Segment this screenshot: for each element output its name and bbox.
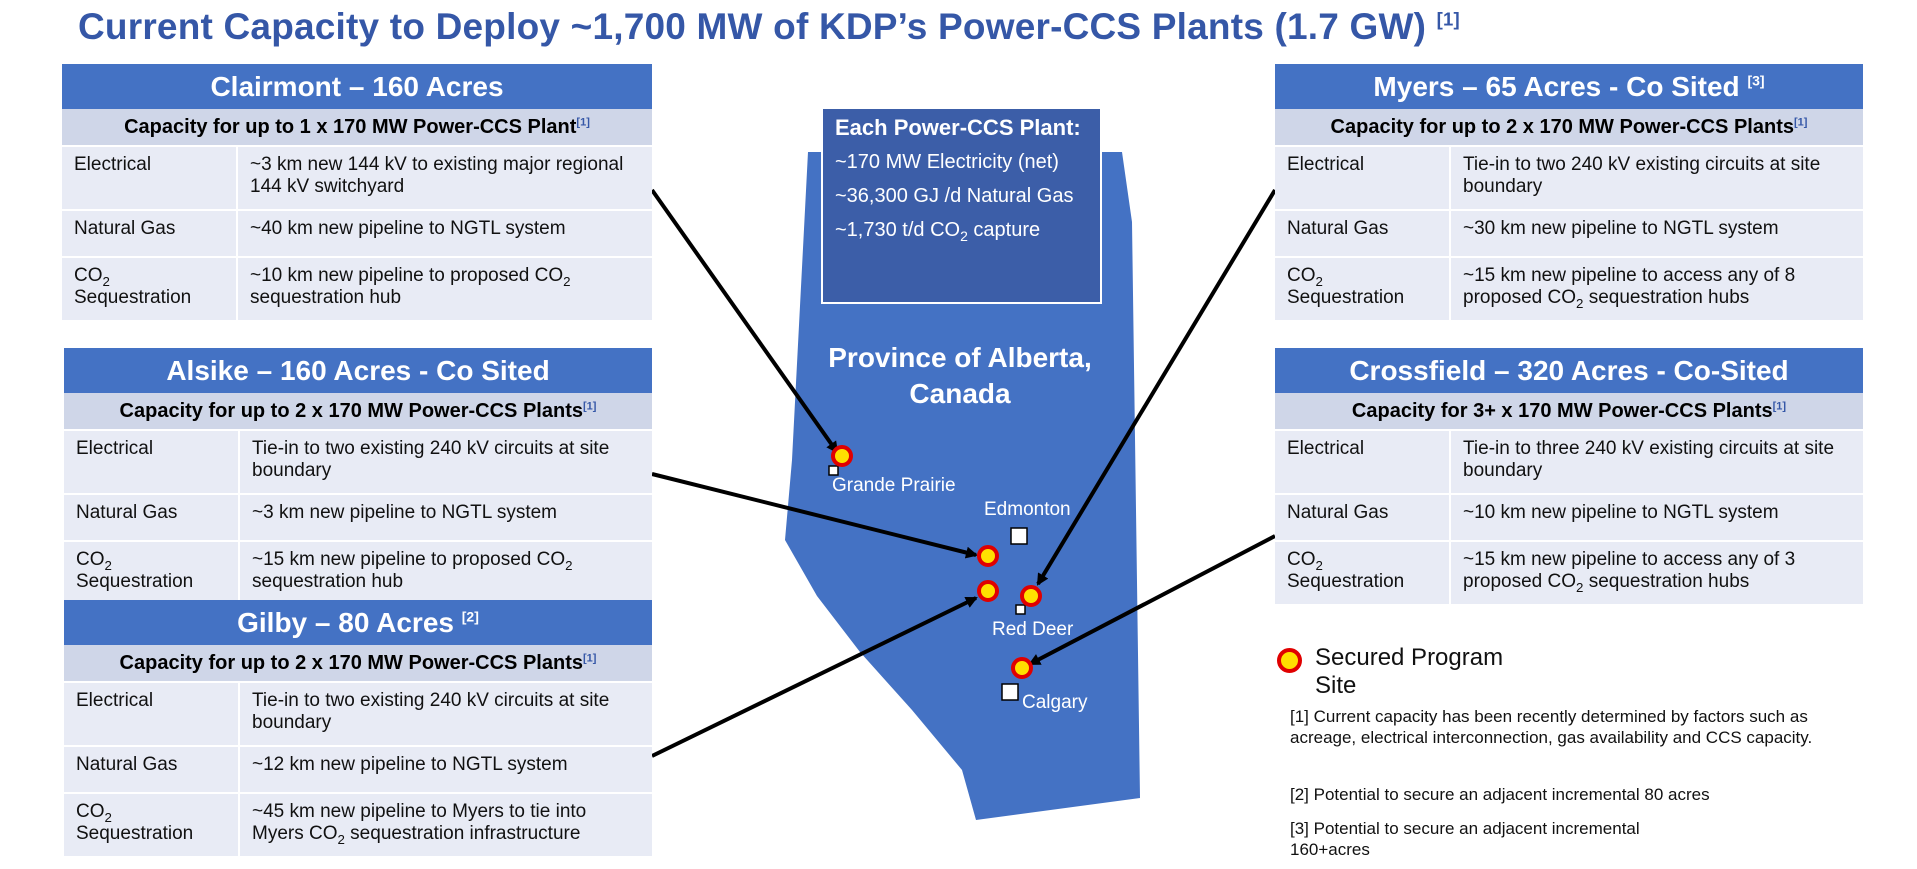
- crossfield-title: Crossfield – 320 Acres - Co-Sited: [1275, 348, 1863, 393]
- alsike-gas-value: ~3 km new pipeline to NGTL system: [239, 493, 652, 541]
- gilby-gas-value: ~12 km new pipeline to NGTL system: [239, 745, 652, 793]
- gilby-capacity: Capacity for up to 2 x 170 MW Power-CCS …: [64, 645, 652, 681]
- title-footnote-ref: [1]: [1436, 8, 1460, 30]
- natural-gas-label: Natural Gas: [1275, 493, 1451, 541]
- electrical-label: Electrical: [62, 145, 238, 210]
- alsike-electrical-value: Tie-in to two existing 240 kV circuits a…: [239, 429, 652, 494]
- crossfield-gas-value: ~10 km new pipeline to NGTL system: [1450, 493, 1863, 541]
- clairmont-site-marker[interactable]: [831, 445, 853, 467]
- secured-site-legend-icon: [1277, 648, 1302, 673]
- natural-gas-label: Natural Gas: [62, 209, 238, 257]
- alsike-site-marker[interactable]: [977, 545, 999, 567]
- red-deer-city-marker: [1015, 604, 1026, 615]
- myers-electrical-value: Tie-in to two 240 kV existing circuits a…: [1450, 145, 1863, 210]
- table-row: Natural Gas~12 km new pipeline to NGTL s…: [64, 745, 652, 793]
- plant-info-title: Each Power-CCS Plant:: [835, 115, 1081, 140]
- clairmont-co2-value: ~10 km new pipeline to proposed CO2 sequ…: [237, 256, 652, 320]
- secured-site-legend-label: Secured Program Site: [1315, 644, 1504, 699]
- page-title: Current Capacity to Deploy ~1,700 MW of …: [78, 6, 1460, 47]
- table-row: Natural Gas~40 km new pipeline to NGTL s…: [62, 209, 652, 257]
- clairmont-electrical-value: ~3 km new 144 kV to existing major regio…: [237, 145, 652, 210]
- footnote-2: [2] Potential to secure an adjacent incr…: [1290, 785, 1710, 804]
- clairmont-table: Electrical~3 km new 144 kV to existing m…: [62, 145, 652, 320]
- myers-card: Myers – 65 Acres - Co Sited [3] Capacity…: [1275, 64, 1863, 320]
- edmonton-city-marker: [1010, 527, 1028, 545]
- table-row: Natural Gas~3 km new pipeline to NGTL sy…: [64, 493, 652, 541]
- alsike-capacity: Capacity for up to 2 x 170 MW Power-CCS …: [64, 393, 652, 429]
- plant-info-box: Each Power-CCS Plant: ~170 MW Electricit…: [821, 107, 1102, 304]
- crossfield-site-marker[interactable]: [1011, 657, 1033, 679]
- province-label: Province of Alberta, Canada: [828, 342, 1092, 409]
- myers-arrow: [1036, 188, 1277, 586]
- electrical-label: Electrical: [64, 429, 240, 494]
- table-row: Electrical~3 km new 144 kV to existing m…: [62, 145, 652, 210]
- gilby-co2-value: ~45 km new pipeline to Myers to tie into…: [239, 792, 652, 856]
- electrical-label: Electrical: [1275, 145, 1451, 210]
- natural-gas-label: Natural Gas: [1275, 209, 1451, 257]
- myers-title: Myers – 65 Acres - Co Sited [3]: [1275, 64, 1863, 109]
- gilby-title: Gilby – 80 Acres [2]: [64, 600, 652, 645]
- calgary-label: Calgary: [1022, 692, 1088, 713]
- grande-prairie-label: Grande Prairie: [832, 475, 956, 496]
- clairmont-arrow: [650, 188, 839, 454]
- gilby-arrow: [651, 596, 978, 758]
- alsike-co2-value: ~15 km new pipeline to proposed CO2 sequ…: [239, 540, 652, 604]
- myers-co2-value: ~15 km new pipeline to access any of 8 p…: [1450, 256, 1863, 320]
- crossfield-electrical-value: Tie-in to three 240 kV existing circuits…: [1450, 429, 1863, 494]
- crossfield-arrow: [1028, 534, 1276, 666]
- footnote-1: [1] Current capacity has been recently d…: [1290, 707, 1813, 747]
- clairmont-title: Clairmont – 160 Acres: [62, 64, 652, 109]
- gilby-electrical-value: Tie-in to two existing 240 kV circuits a…: [239, 681, 652, 746]
- footnote-3: [3] Potential to secure an adjacent incr…: [1290, 819, 1640, 859]
- grande-prairie-city-marker: [828, 465, 839, 476]
- myers-site-marker[interactable]: [1020, 585, 1042, 607]
- myers-capacity: Capacity for up to 2 x 170 MW Power-CCS …: [1275, 109, 1863, 145]
- alsike-card: Alsike – 160 Acres - Co Sited Capacity f…: [64, 348, 652, 604]
- plant-gas: ~36,300 GJ /d Natural Gas: [835, 185, 1074, 207]
- crossfield-card: Crossfield – 320 Acres - Co-Sited Capaci…: [1275, 348, 1863, 604]
- natural-gas-label: Natural Gas: [64, 493, 240, 541]
- natural-gas-label: Natural Gas: [64, 745, 240, 793]
- edmonton-label: Edmonton: [984, 499, 1071, 520]
- myers-gas-value: ~30 km new pipeline to NGTL system: [1450, 209, 1863, 257]
- calgary-city-marker: [1001, 683, 1019, 701]
- alsike-arrow: [651, 472, 978, 559]
- table-row: Natural Gas~10 km new pipeline to NGTL s…: [1275, 493, 1863, 541]
- clairmont-capacity: Capacity for up to 1 x 170 MW Power-CCS …: [62, 109, 652, 145]
- table-row: Natural Gas~30 km new pipeline to NGTL s…: [1275, 209, 1863, 257]
- crossfield-capacity: Capacity for 3+ x 170 MW Power-CCS Plant…: [1275, 393, 1863, 429]
- alsike-title: Alsike – 160 Acres - Co Sited: [64, 348, 652, 393]
- plant-co2-capture: ~1,730 t/d CO2 capture: [835, 219, 1041, 244]
- electrical-label: Electrical: [1275, 429, 1451, 494]
- clairmont-card: Clairmont – 160 Acres Capacity for up to…: [62, 64, 652, 320]
- crossfield-co2-value: ~15 km new pipeline to access any of 3 p…: [1450, 540, 1863, 604]
- red-deer-label: Red Deer: [992, 619, 1074, 640]
- electrical-label: Electrical: [64, 681, 240, 746]
- clairmont-gas-value: ~40 km new pipeline to NGTL system: [237, 209, 652, 257]
- gilby-site-marker[interactable]: [977, 580, 999, 602]
- gilby-card: Gilby – 80 Acres [2] Capacity for up to …: [64, 600, 652, 856]
- plant-electricity: ~170 MW Electricity (net): [835, 151, 1059, 173]
